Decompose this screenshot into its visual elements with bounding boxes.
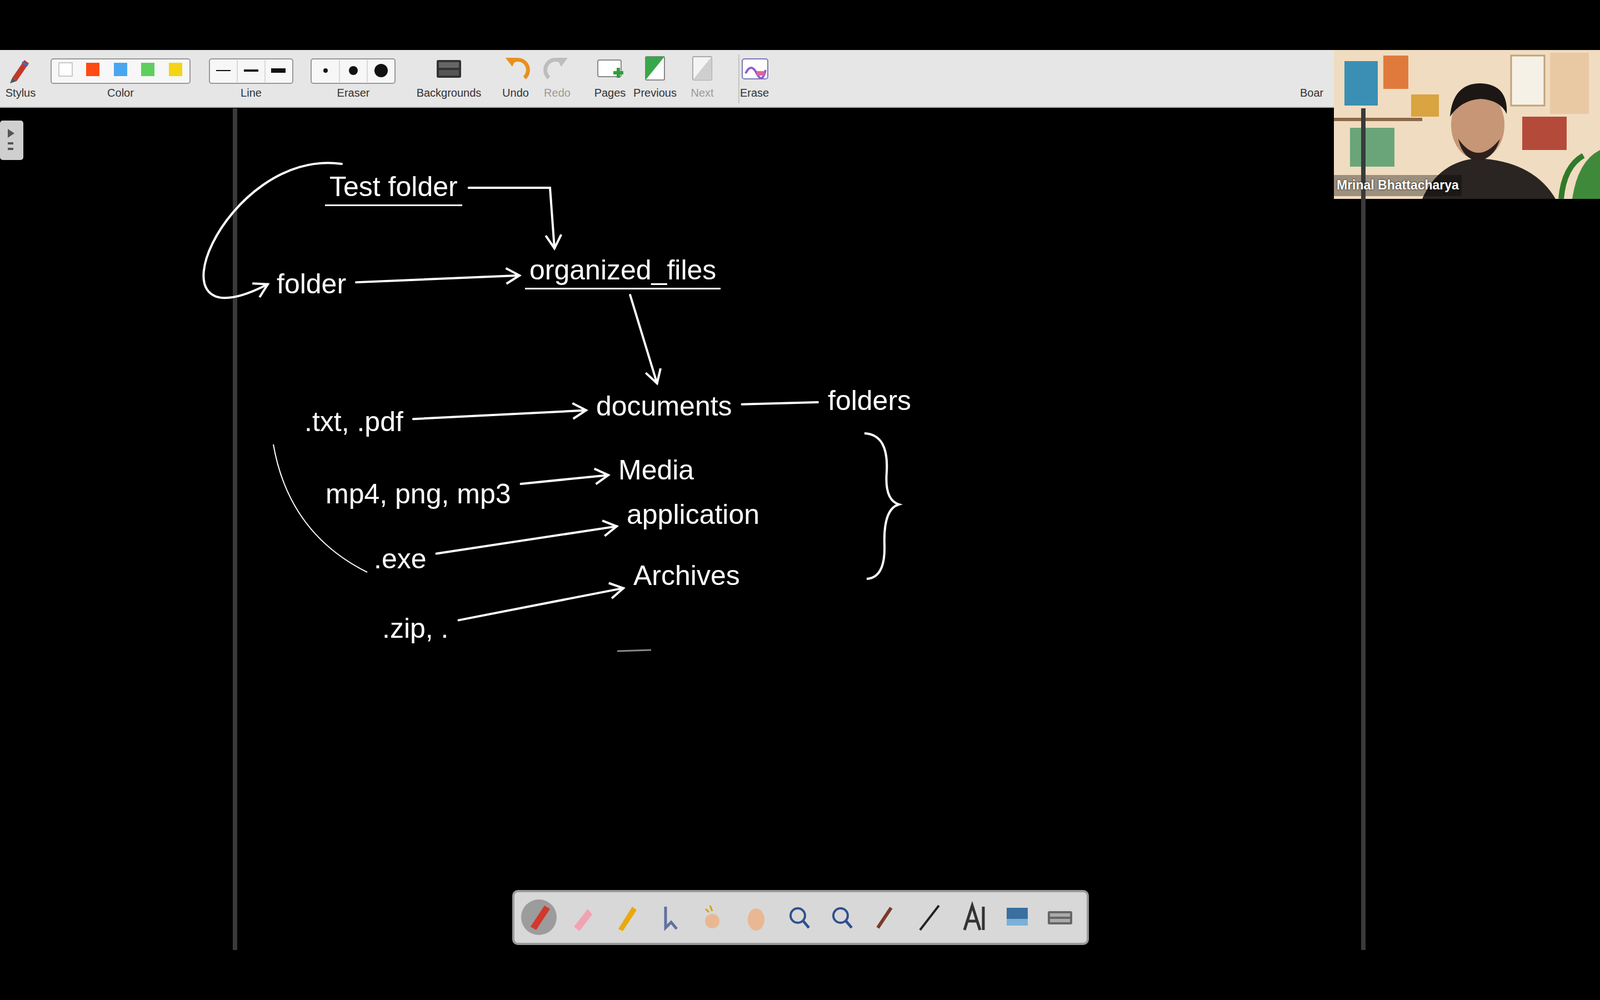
handwritten-node: application <box>622 497 764 533</box>
handwritten-node: .exe <box>369 541 432 577</box>
previous-icon <box>645 56 665 80</box>
stylus-icon <box>10 60 29 84</box>
toolbar-label: Previous <box>633 86 677 100</box>
node-text: .txt, .pdf <box>304 406 404 438</box>
node-text: application <box>626 498 760 530</box>
node-text: .zip, . <box>382 612 449 644</box>
arrow-connector <box>458 588 624 621</box>
arrow-connector <box>413 410 587 420</box>
side-tab <box>0 120 24 160</box>
handwritten-node: Media <box>613 452 699 488</box>
handwritten-node: documents <box>591 388 737 424</box>
node-text: documents <box>596 390 733 422</box>
handwritten-node: Archives <box>628 558 745 594</box>
node-text: organized_files <box>529 254 717 286</box>
handwritten-node: Test folder <box>325 169 463 207</box>
toolbar-label: Eraser <box>337 86 370 100</box>
handwritten-node: .zip, . <box>377 611 453 647</box>
handwritten-node: organized_files <box>525 252 721 290</box>
toolbar-label: Next <box>690 86 714 100</box>
node-text: Archives <box>633 560 740 592</box>
handwritten-node: mp4, png, mp3 <box>321 476 516 512</box>
toolbar-label: Undo <box>502 86 529 100</box>
backgrounds-icon <box>436 60 462 78</box>
arrow-connector <box>742 402 818 405</box>
next-icon <box>692 56 712 80</box>
node-text: folders <box>827 385 912 417</box>
pages-icon <box>597 60 624 78</box>
node-text: .exe <box>373 543 427 575</box>
toolbar-label: Redo <box>543 86 571 100</box>
toolbar-label: Pages <box>594 86 627 100</box>
tool-palette <box>513 891 1088 944</box>
toolbar-label: Boar <box>1300 86 1324 100</box>
curly-brace <box>864 433 899 579</box>
handwritten-node: folders <box>823 383 916 419</box>
node-text: Media <box>618 454 694 486</box>
eraser-picker <box>311 58 395 84</box>
node-text: Test folder <box>329 171 458 203</box>
line-width-picker <box>209 58 293 84</box>
arrow-connector <box>468 187 555 249</box>
hand-dash <box>617 650 652 652</box>
arrow-connector <box>436 526 617 554</box>
canvas-edge <box>1361 108 1366 950</box>
color-picker <box>51 58 190 84</box>
toolbar-label: Backgrounds <box>416 86 482 100</box>
toolbar-label: Stylus <box>5 86 36 100</box>
erase-icon <box>742 58 768 79</box>
arrow-connector <box>630 295 657 384</box>
participant-name: Mrinal Bhattacharya <box>1336 177 1459 193</box>
handwritten-node: .txt, .pdf <box>300 404 408 440</box>
handwritten-node: folder <box>272 266 351 302</box>
toolbar-label: Line <box>240 86 262 100</box>
webcam-video <box>1333 50 1600 199</box>
toolbar-label: Erase <box>740 86 769 100</box>
toolbar-label: Color <box>107 86 134 100</box>
arrow-connector <box>521 475 609 484</box>
node-text: folder <box>276 268 347 300</box>
arrow-connector <box>356 275 520 283</box>
canvas-edge <box>232 108 238 950</box>
node-text: mp4, png, mp3 <box>325 478 512 510</box>
